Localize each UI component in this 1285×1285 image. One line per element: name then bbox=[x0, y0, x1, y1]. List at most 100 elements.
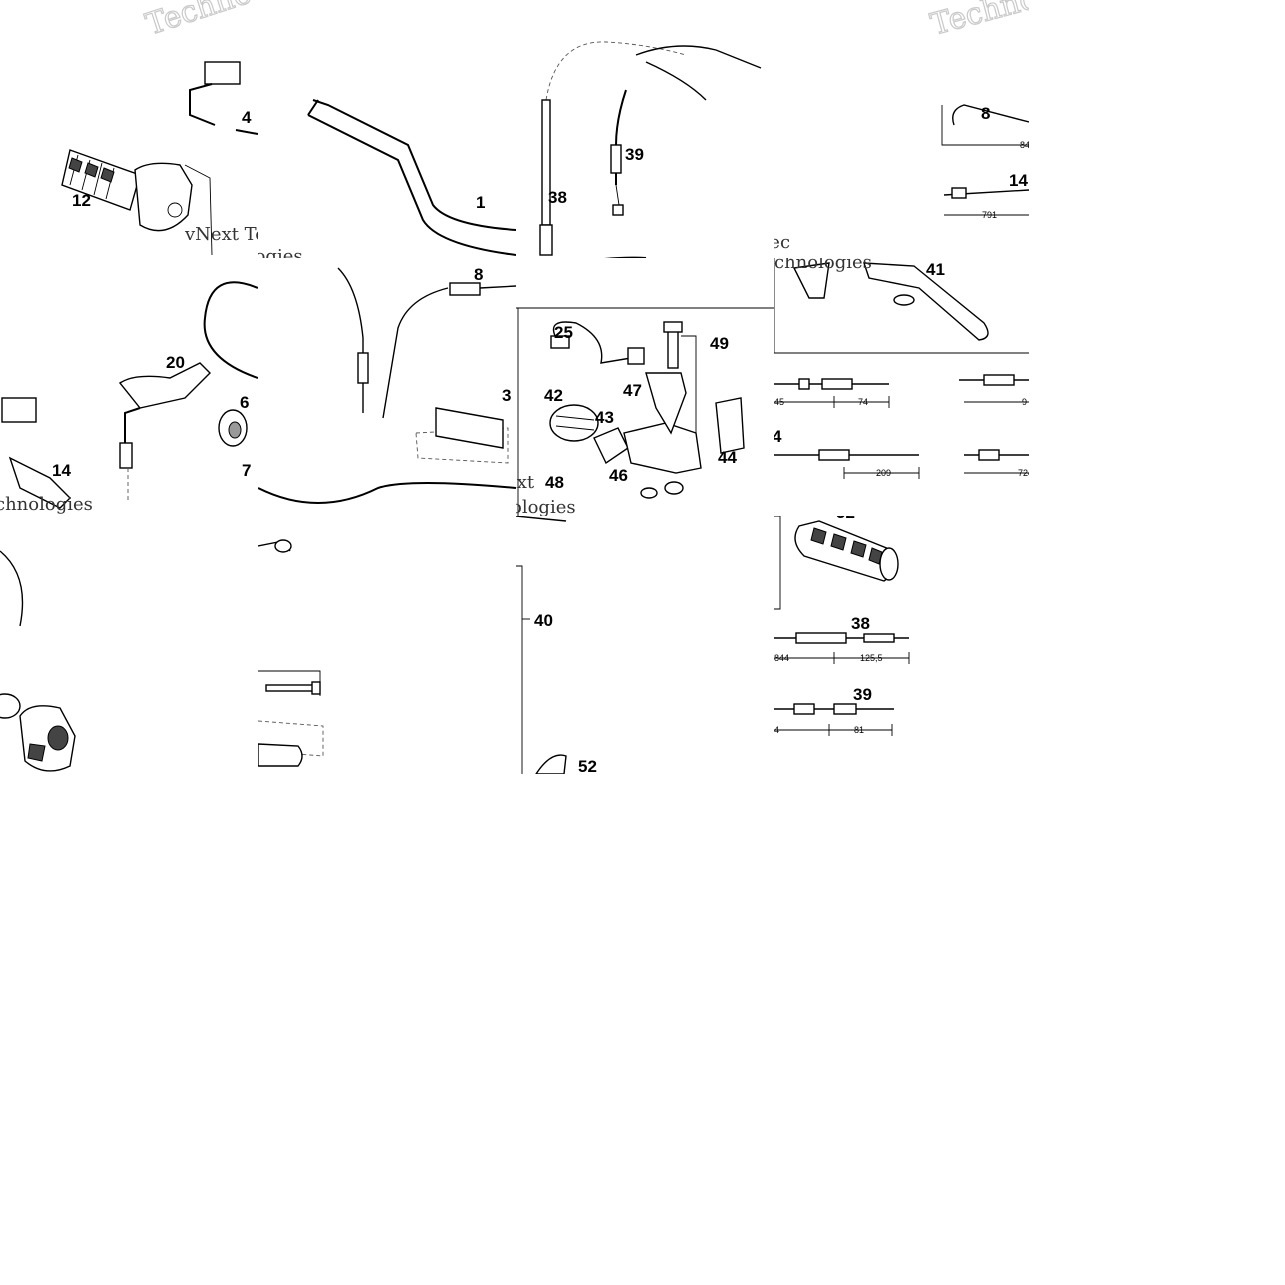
frame-grip bbox=[774, 516, 781, 610]
callout-14: 14 bbox=[1009, 171, 1028, 190]
dim-4: 4 bbox=[774, 725, 779, 735]
mirror-drawing: 20 6 7 14 chnologies bbox=[0, 281, 258, 515]
end-plug-3 bbox=[435, 407, 504, 449]
cable-center-left bbox=[337, 267, 364, 413]
lever-47 bbox=[645, 372, 687, 435]
mirror-stem bbox=[118, 362, 211, 409]
washer bbox=[664, 481, 684, 495]
cable-path-dashed bbox=[545, 41, 687, 101]
callout-6: 6 bbox=[240, 393, 249, 412]
callout-42: 42 bbox=[544, 386, 563, 405]
housing-screw bbox=[167, 202, 183, 218]
center-drawing: 8 3 bbox=[258, 265, 516, 504]
watermark-brand: chnologies bbox=[774, 258, 872, 273]
watermark-brand: ologies bbox=[258, 246, 303, 258]
part-43 bbox=[593, 427, 629, 465]
tile-right-grip: 52 844 125,5 38 4 81 39 bbox=[774, 516, 1029, 774]
tile-bottom-center bbox=[258, 516, 516, 774]
lever-dims-drawing: 41 chnologies 45 74 9 209 724 4 45 bbox=[774, 258, 1029, 479]
handlebar-upper-edge bbox=[312, 99, 516, 231]
leader-line bbox=[184, 164, 213, 256]
bracket-40 bbox=[516, 565, 523, 774]
mirror-base bbox=[119, 442, 133, 469]
callout-52-right: 52 bbox=[836, 516, 855, 522]
dim-line-38 bbox=[774, 652, 910, 664]
sensor-25 bbox=[550, 335, 570, 349]
cable-14-end bbox=[8, 456, 71, 509]
cable-39-wire bbox=[615, 184, 620, 206]
watermark-brand: chnologies bbox=[0, 494, 93, 515]
dim-84: 84 bbox=[1020, 140, 1029, 150]
callout-52: 52 bbox=[578, 757, 597, 774]
watermark-brand: ologies bbox=[516, 497, 576, 516]
left-grip-drawing: Techno 4 12 vNext Tec bbox=[61, 0, 258, 256]
handlebar-lower bbox=[258, 482, 516, 504]
callout-38: 38 bbox=[548, 188, 567, 207]
dim-125-5: 125,5 bbox=[860, 653, 883, 663]
callout-49: 49 bbox=[710, 334, 729, 353]
part-42 bbox=[549, 404, 599, 442]
cable-8 bbox=[952, 104, 1029, 126]
tile-bottom-left bbox=[0, 516, 258, 774]
cables-top-drawing: 38 39 bbox=[539, 41, 762, 258]
grip-12 bbox=[61, 149, 141, 211]
callout-4-right: 4 bbox=[774, 427, 782, 446]
dim-791: 791 bbox=[982, 210, 997, 220]
dim-81: 81 bbox=[854, 725, 864, 735]
callout-4: 4 bbox=[242, 108, 252, 127]
callout-41: 41 bbox=[926, 260, 945, 279]
connector-25 bbox=[627, 347, 645, 365]
leader-49 bbox=[681, 335, 697, 458]
connector bbox=[1, 397, 37, 423]
callout-48: 48 bbox=[545, 473, 564, 492]
handlebar-lower-edge bbox=[307, 114, 516, 256]
cable-center-left-fitting bbox=[357, 352, 369, 384]
wire-25 bbox=[552, 321, 632, 364]
callout-25: 25 bbox=[554, 323, 573, 342]
cable-39-upper bbox=[635, 45, 762, 69]
throttle-housing bbox=[134, 162, 193, 232]
handlebar-end bbox=[307, 99, 319, 116]
bottom-center-drawing bbox=[258, 539, 324, 767]
o-ring bbox=[0, 693, 21, 719]
callout-43: 43 bbox=[595, 408, 614, 427]
mirror-outline bbox=[203, 281, 258, 379]
bottom-left-drawing bbox=[0, 550, 76, 772]
callout-12: 12 bbox=[72, 191, 91, 210]
grip-52 bbox=[794, 520, 899, 582]
cable-39-nipple bbox=[612, 204, 624, 216]
bracket-wire bbox=[189, 83, 216, 126]
dim-45: 45 bbox=[774, 397, 784, 407]
bolt-outline bbox=[258, 670, 321, 696]
part-52 bbox=[535, 754, 567, 774]
cable-8-adjuster bbox=[449, 282, 481, 296]
cable-39-fitting bbox=[610, 144, 622, 174]
clamp-44 bbox=[715, 397, 745, 454]
handlebar-drawing: 1 ologies bbox=[258, 99, 516, 258]
watermark-brand-fragment: lxt bbox=[516, 472, 535, 493]
tile-mirror: 20 6 7 14 chnologies bbox=[0, 258, 258, 516]
dim-74: 74 bbox=[858, 397, 868, 407]
tile-left-grip: Techno 4 12 vNext Tec bbox=[0, 0, 258, 258]
tile-switch-assembly: 25 49 47 42 43 46 44 48 ologies lxt bbox=[516, 258, 774, 516]
callout-8: 8 bbox=[981, 104, 990, 123]
tile-cable-dims-top: Techno 84 791 8 14 vNext Tec bbox=[774, 0, 1029, 258]
bottom-right-center-drawing: 40 52 bbox=[516, 516, 597, 774]
end-plug-outline bbox=[415, 427, 509, 464]
dim-9: 9 bbox=[1022, 397, 1027, 407]
dim-line-39 bbox=[774, 724, 893, 736]
callout-40: 40 bbox=[534, 611, 553, 630]
callout-8: 8 bbox=[474, 265, 483, 284]
callout-14-left: 14 bbox=[52, 461, 71, 480]
cable-38-end bbox=[539, 224, 553, 256]
tile-handlebar: 1 ologies bbox=[258, 0, 516, 258]
tile-bottom-right-center: 40 52 bbox=[516, 516, 774, 774]
cable-14-fitting bbox=[951, 187, 967, 199]
callout-39: 39 bbox=[625, 145, 644, 164]
tube bbox=[258, 743, 303, 767]
dim-line-209 bbox=[843, 467, 920, 479]
bracket-lever bbox=[235, 129, 258, 135]
right-grip-drawing: 52 844 125,5 38 4 81 39 bbox=[774, 516, 910, 736]
bracket-46 bbox=[623, 422, 702, 474]
watermark-text: Techno bbox=[927, 0, 1029, 43]
